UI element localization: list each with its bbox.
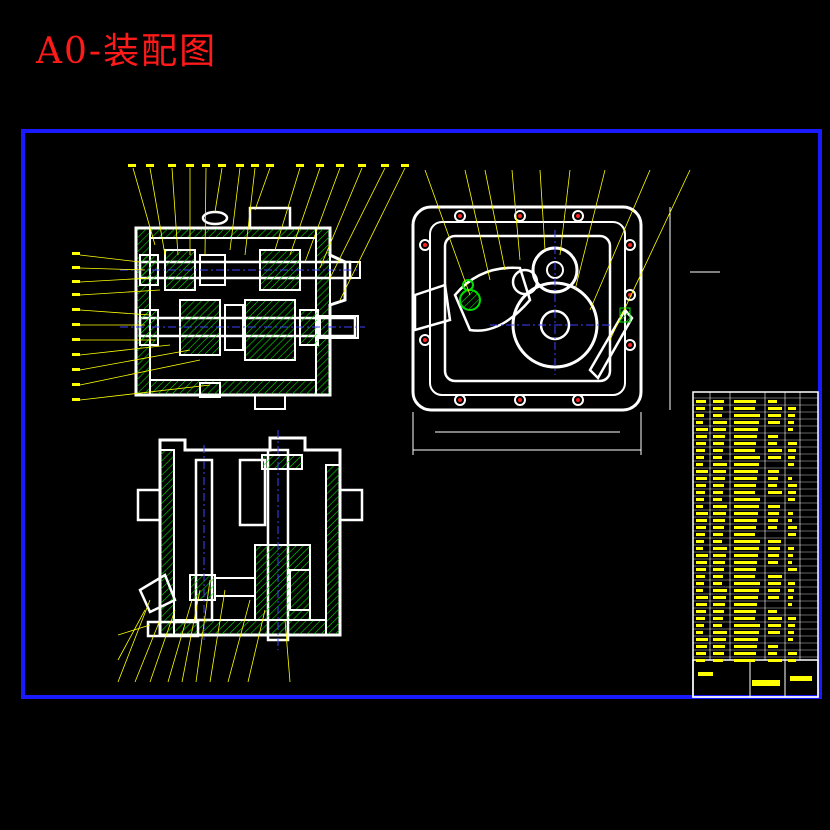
- drawing-frame: [21, 129, 822, 699]
- parts-list-table: [692, 391, 819, 698]
- plan-section-view: [117, 430, 364, 683]
- drawing-title: A0-装配图: [36, 31, 218, 72]
- side-view: [411, 169, 720, 455]
- front-section-view: [72, 164, 409, 410]
- bolt-icon: [454, 210, 466, 222]
